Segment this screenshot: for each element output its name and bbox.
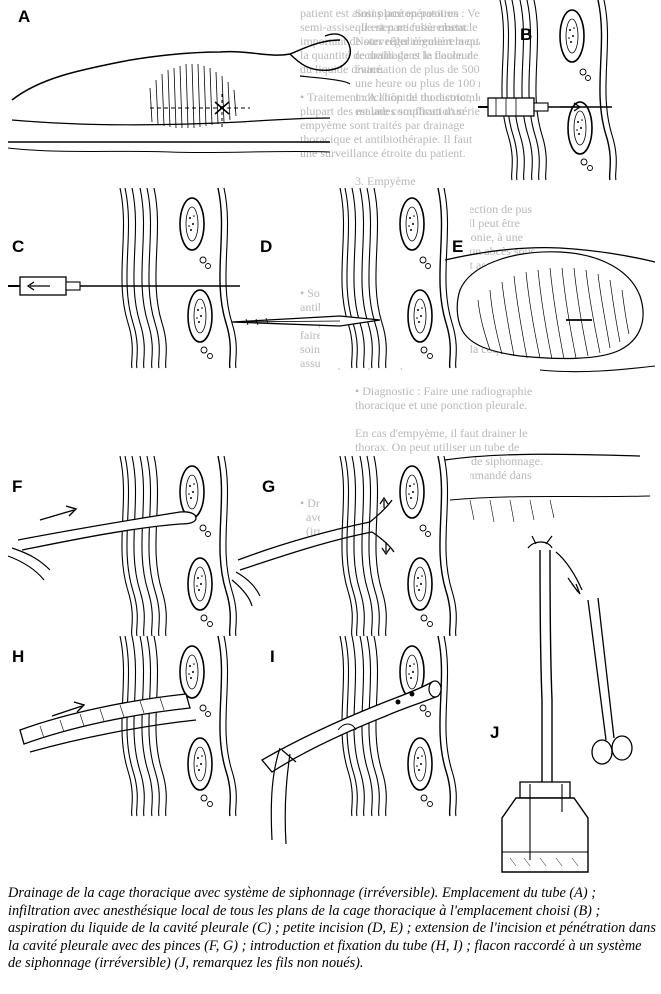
panel-label-i: I (270, 647, 275, 666)
panel-h: H (12, 635, 251, 817)
panel-label-c: C (12, 237, 24, 256)
panel-label-f: F (12, 477, 22, 496)
panel-label-j: J (490, 723, 499, 742)
panel-g: G (231, 455, 471, 637)
panel-j: J (444, 453, 651, 873)
panel-label-a: A (18, 7, 30, 26)
panel-label-e: E (452, 237, 463, 256)
panel-e: E (444, 237, 656, 373)
panel-label-g: G (262, 477, 275, 496)
panel-i: I (261, 635, 471, 845)
panel-label-h: H (12, 647, 24, 666)
panel-label-b: B (520, 25, 532, 44)
panel-label-d: D (260, 237, 272, 256)
panel-b: B (478, 0, 631, 181)
chest-drainage-illustration: A B (7, 0, 656, 873)
panel-d: D (231, 187, 471, 369)
figure-caption: Drainage de la cage thoracique avec syst… (8, 885, 656, 971)
panel-f: F (7, 455, 251, 637)
panel-c: C (8, 187, 251, 369)
panel-a: A (7, 7, 352, 154)
